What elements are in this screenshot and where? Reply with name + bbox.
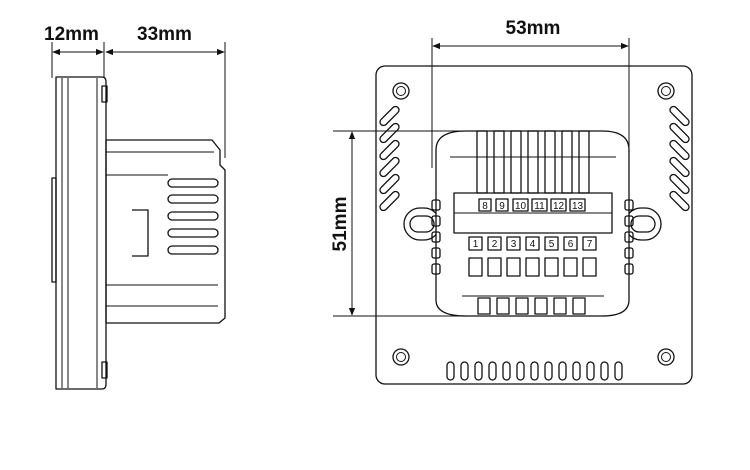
diagonal-vents-right: [669, 105, 690, 212]
terminal-label: 12: [553, 201, 565, 212]
terminal-label: 11: [534, 201, 545, 212]
terminal-label: 5: [549, 239, 555, 250]
bottom-terminal-screws: [468, 257, 597, 277]
top-terminal-screws: [476, 130, 590, 194]
terminal-label: 9: [499, 201, 505, 212]
terminal-label: 2: [492, 239, 498, 250]
bottom-vents: [446, 361, 623, 381]
terminal-label: 4: [530, 239, 536, 250]
back-view: 8 9 10 11 12 13 1 2 3 4 5 6 7: [330, 18, 693, 385]
terminal-label: 10: [515, 201, 527, 212]
terminal-label: 1: [473, 239, 479, 250]
terminal-label: 13: [572, 201, 584, 212]
depth-body-label: 33mm: [137, 24, 192, 45]
side-vent-slots: [167, 178, 219, 255]
terminal-label: 7: [587, 239, 593, 250]
housing-notches: [431, 199, 634, 275]
width-back-label: 53mm: [506, 18, 561, 39]
diagonal-vents-left: [379, 105, 400, 212]
height-back-label: 51mm: [330, 197, 351, 252]
side-view: 12mm 33mm: [44, 24, 226, 390]
terminal-label: 8: [482, 201, 488, 212]
bottom-wire-slots: [477, 297, 586, 315]
terminal-label: 3: [511, 239, 517, 250]
mounting-holes: [392, 82, 675, 366]
terminal-labels-bottom: 1 2 3 4 5 6 7: [468, 236, 597, 251]
terminal-label: 6: [568, 239, 574, 250]
depth-front-label: 12mm: [44, 24, 99, 45]
terminal-labels-top: 8 9 10 11 12 13: [478, 198, 586, 212]
